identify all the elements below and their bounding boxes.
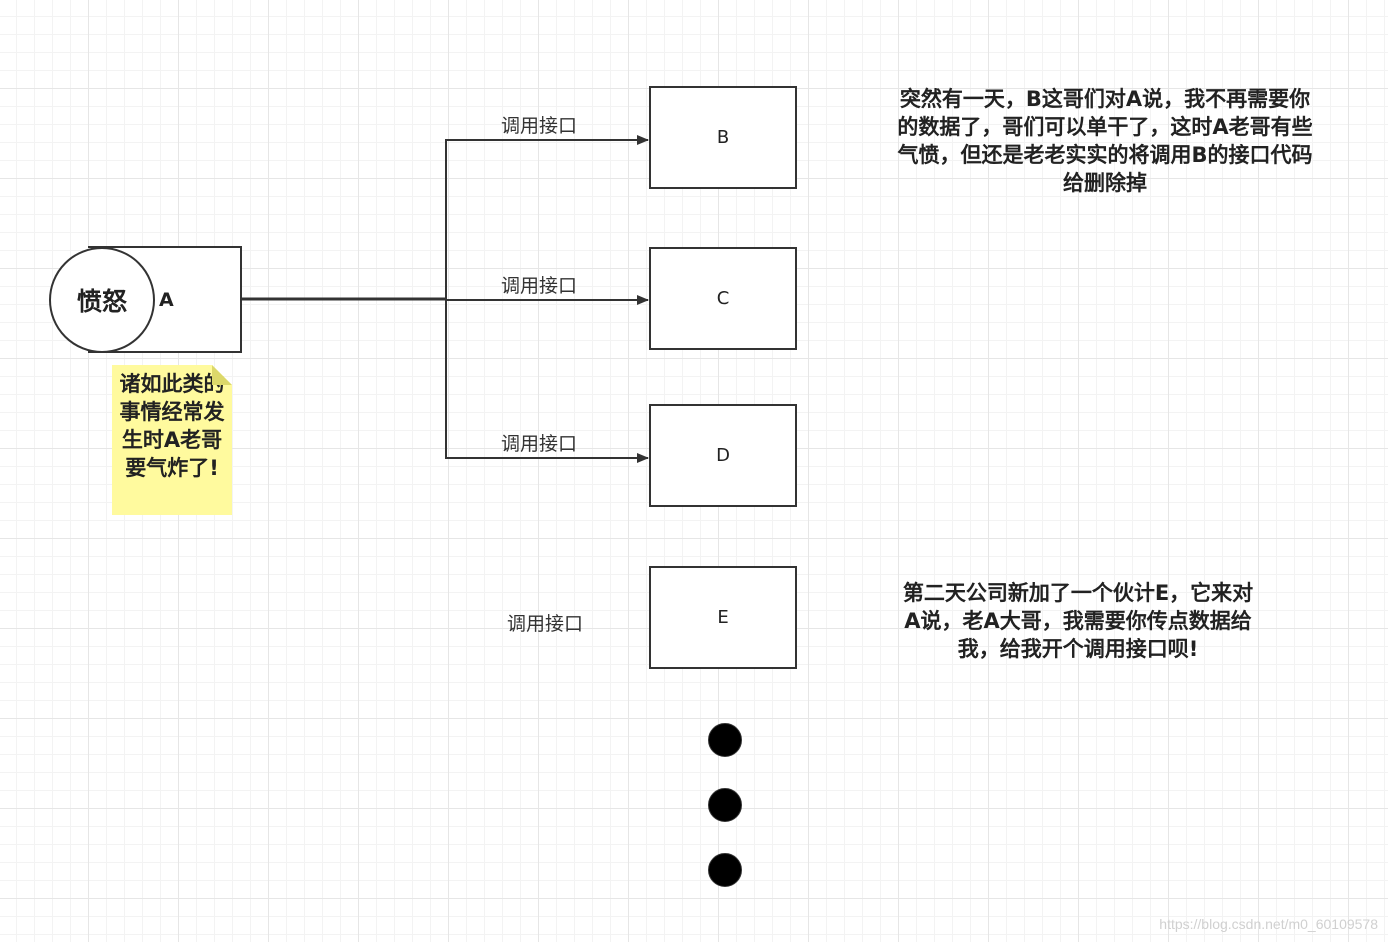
node-c[interactable]: C bbox=[649, 247, 797, 350]
annotation-top: 突然有一天，B这哥们对A说，我不再需要你的数据了，哥们可以单干了，这时A老哥有些… bbox=[893, 85, 1317, 197]
annotation-bottom-text: 第二天公司新加了一个伙计E，它来对A说，老A大哥，我需要你传点数据给我，给我开个… bbox=[902, 581, 1254, 661]
node-a-circle-label: 愤怒 bbox=[76, 287, 127, 316]
edge-label-d: 调用接口 bbox=[501, 433, 578, 455]
node-d[interactable]: D bbox=[649, 404, 797, 507]
node-b-label: B bbox=[716, 127, 730, 148]
sticky-note[interactable]: 诸如此类的事情经常发生时A老哥要气炸了! bbox=[112, 365, 232, 515]
node-a-label: A bbox=[159, 289, 174, 311]
node-a-circle[interactable]: 愤怒 bbox=[49, 247, 155, 353]
watermark: https://blog.csdn.net/m0_60109578 bbox=[1159, 916, 1378, 932]
node-e[interactable]: E bbox=[649, 566, 797, 669]
node-d-label: D bbox=[716, 445, 730, 466]
ellipsis-dot-3 bbox=[708, 853, 742, 887]
annotation-top-text: 突然有一天，B这哥们对A说，我不再需要你的数据了，哥们可以单干了，这时A老哥有些… bbox=[897, 87, 1313, 195]
edge-label-e: 调用接口 bbox=[507, 613, 584, 635]
annotation-bottom: 第二天公司新加了一个伙计E，它来对A说，老A大哥，我需要你传点数据给我，给我开个… bbox=[898, 579, 1258, 663]
edge-label-b: 调用接口 bbox=[501, 115, 578, 137]
edge-label-c: 调用接口 bbox=[501, 275, 578, 297]
node-b[interactable]: B bbox=[649, 86, 797, 189]
node-c-label: C bbox=[716, 288, 730, 309]
ellipsis-dot-1 bbox=[708, 723, 742, 757]
node-e-label: E bbox=[717, 607, 729, 628]
sticky-note-text: 诸如此类的事情经常发生时A老哥要气炸了! bbox=[119, 372, 225, 480]
ellipsis-dot-2 bbox=[708, 788, 742, 822]
